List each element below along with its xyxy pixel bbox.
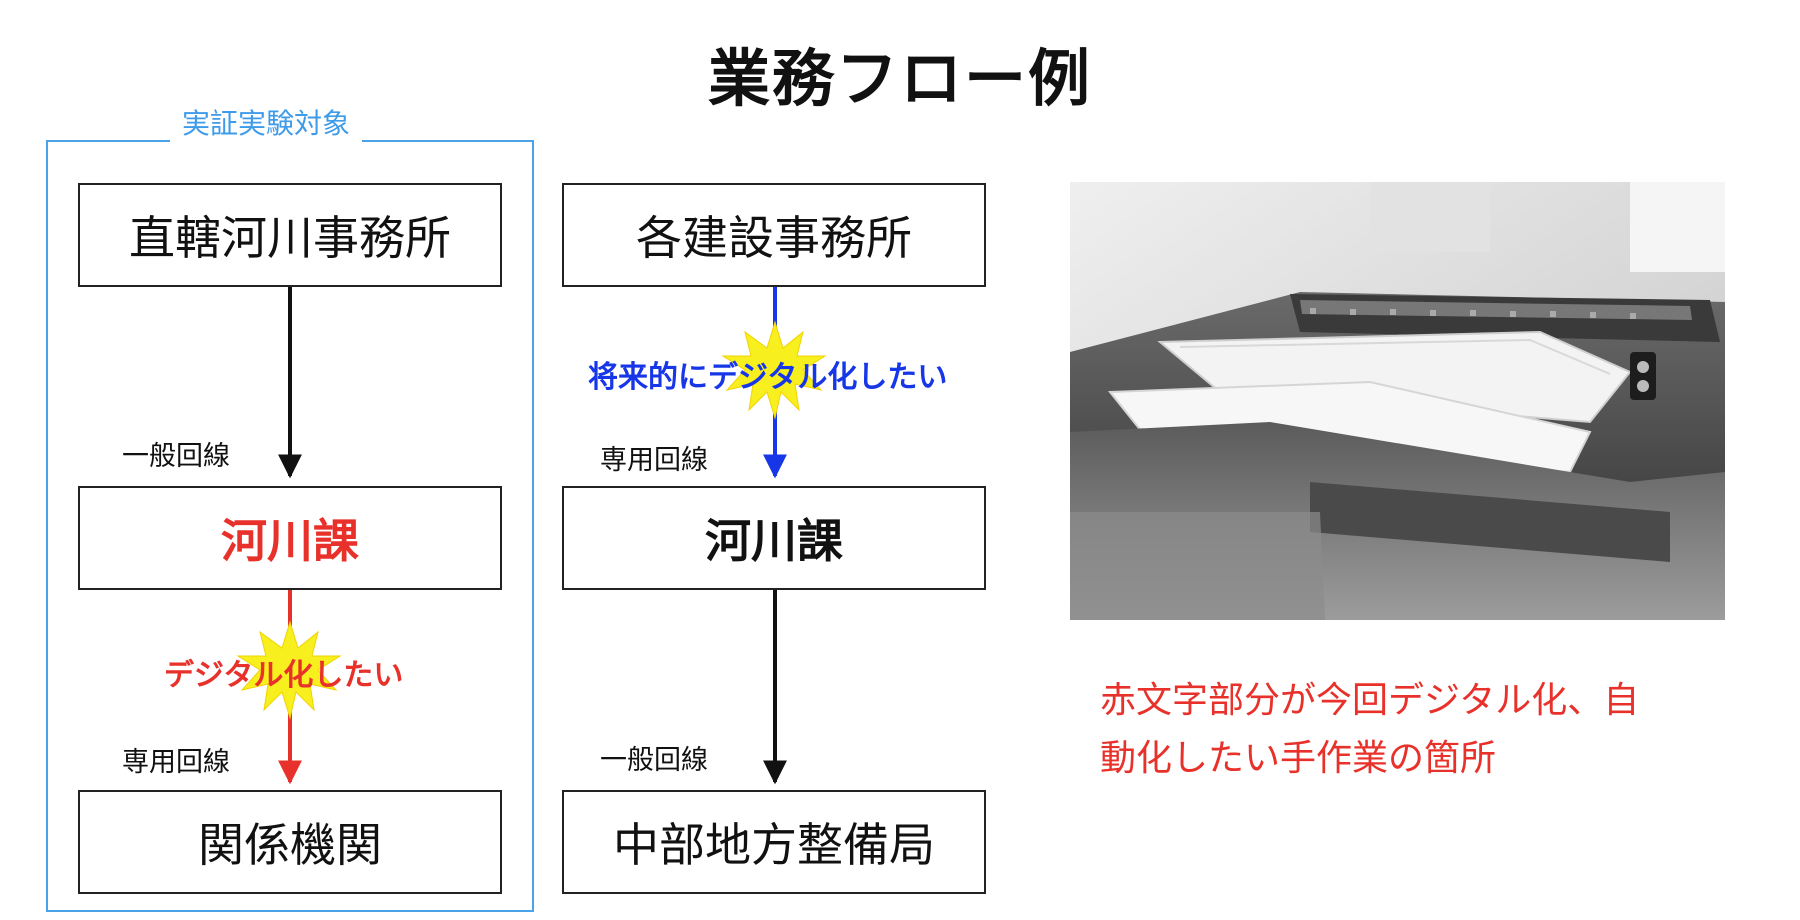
left-link-dedicated-line: 専用回線 [122, 747, 230, 778]
note-line-2: 動化したい手作業の箇所 [1100, 738, 1497, 779]
node-river-section-left: 河川課 [78, 486, 502, 590]
right-future-digitize-label: 将来的にデジタル化したい [588, 360, 948, 395]
fax-machine-photo [1070, 182, 1725, 620]
right-link-general-line: 一般回線 [600, 745, 708, 776]
node-chokkatsu-office: 直轄河川事務所 [78, 183, 502, 287]
node-river-section-right: 河川課 [562, 486, 986, 590]
burst-left [236, 620, 342, 720]
burst-right [721, 320, 827, 420]
right-link-dedicated-line: 専用回線 [600, 445, 708, 476]
red-text-note: 赤文字部分が今回デジタル化、自 動化したい手作業の箇所 [1100, 672, 1700, 788]
note-line-1: 赤文字部分が今回デジタル化、自 [1100, 680, 1640, 721]
page-title: 業務フロー例 [707, 42, 1092, 115]
node-related-agencies: 関係機関 [78, 790, 502, 894]
node-construction-offices: 各建設事務所 [562, 183, 986, 287]
node-chubu-regional-bureau: 中部地方整備局 [562, 790, 986, 894]
left-digitize-label: デジタル化したい [164, 658, 404, 693]
experiment-scope-label: 実証実験対象 [170, 102, 363, 142]
left-link-general-line: 一般回線 [122, 441, 230, 472]
